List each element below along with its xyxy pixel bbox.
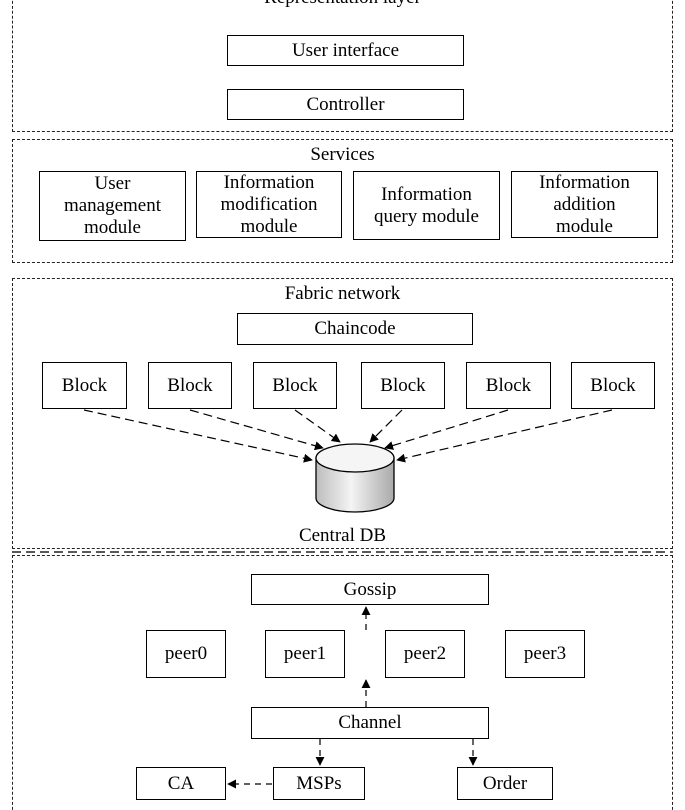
peer-box: peer3 xyxy=(505,630,585,678)
information-query-module: Information query module xyxy=(353,171,500,240)
controller-box: Controller xyxy=(227,89,464,120)
fabric-network-title: Fabric network xyxy=(284,283,401,304)
block-box: Block xyxy=(466,362,551,409)
order-box: Order xyxy=(457,767,553,800)
user-management-module: User management module xyxy=(39,171,186,241)
central-db-label: Central DB xyxy=(298,525,387,546)
representation-layer xyxy=(12,0,673,132)
peer-box: peer2 xyxy=(385,630,465,678)
fabric-network-layer xyxy=(12,278,673,549)
gossip-box: Gossip xyxy=(251,574,489,605)
block-box: Block xyxy=(361,362,445,409)
channel-box: Channel xyxy=(251,707,489,739)
representation-layer-title: Representation layer xyxy=(0,0,685,9)
user-interface-box: User interface xyxy=(227,35,464,66)
block-box: Block xyxy=(148,362,232,409)
ca-box: CA xyxy=(136,767,226,800)
peer-box: peer1 xyxy=(265,630,345,678)
services-layer xyxy=(12,139,673,263)
information-modification-module: Information modification module xyxy=(196,171,342,238)
chaincode-box: Chaincode xyxy=(237,313,473,345)
network-layer xyxy=(12,555,673,810)
information-addition-module: Information addition module xyxy=(511,171,658,238)
msps-box: MSPs xyxy=(273,767,365,800)
block-box: Block xyxy=(571,362,655,409)
services-layer-title: Services xyxy=(310,144,375,165)
peer-box: peer0 xyxy=(146,630,226,678)
block-box: Block xyxy=(253,362,337,409)
block-box: Block xyxy=(42,362,127,409)
